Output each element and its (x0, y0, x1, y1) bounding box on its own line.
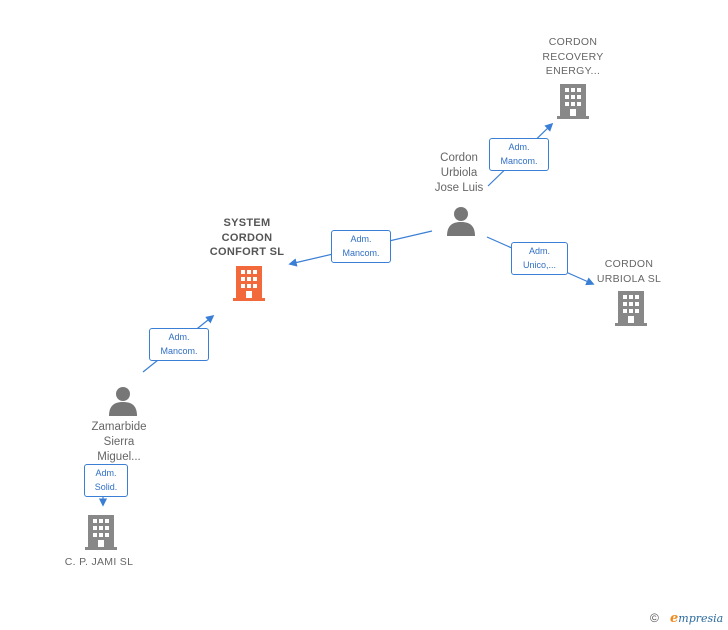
building-icon[interactable] (85, 515, 117, 551)
company-label-cordon-recovery[interactable]: CORDON RECOVERY ENERGY... (542, 36, 604, 77)
copyright-symbol: © (650, 611, 659, 625)
edge-label-zam-jami[interactable]: Adm. Solid. (84, 464, 128, 497)
building-icon-highlighted[interactable] (233, 266, 265, 302)
edge-detail: Unico,... (522, 260, 556, 270)
edge-lines (98, 122, 595, 507)
empresia-logo[interactable]: empresia (670, 611, 723, 626)
building-icon[interactable] (615, 291, 647, 327)
person-icon[interactable] (446, 206, 476, 236)
edge-role: Adm. (168, 332, 190, 342)
company-label-system-cordon[interactable]: SYSTEM CORDON CONFORT SL (209, 217, 285, 258)
edge-role: Adm. (350, 234, 372, 244)
edge-label-jl-urbiola[interactable]: Adm. Unico,... (511, 242, 568, 275)
logo-e: e (670, 611, 679, 626)
person-icon[interactable] (108, 386, 138, 416)
edge-role: Adm. (508, 142, 530, 152)
logo-text: mpresia (678, 612, 724, 625)
building-icon[interactable] (557, 84, 589, 120)
edge-role: Adm. (95, 468, 117, 478)
company-label-cordon-urbiola[interactable]: CORDON URBIOLA SL (596, 258, 662, 285)
edge-detail: Mancom. (500, 156, 538, 166)
edge-detail: Solid. (94, 482, 118, 492)
edge-label-zam-system[interactable]: Adm. Mancom. (149, 328, 209, 361)
person-label-cordon-jose-luis[interactable]: Cordon Urbiola Jose Luis (434, 152, 484, 194)
edge-role: Adm. (528, 246, 550, 256)
edge-label-jl-system[interactable]: Adm. Mancom. (331, 230, 391, 263)
edge-detail: Mancom. (342, 248, 380, 258)
edge-label-jl-recovery[interactable]: Adm. Mancom. (489, 138, 549, 171)
company-label-cp-jami[interactable]: C. P. JAMI SL (64, 556, 134, 568)
person-label-zamarbide[interactable]: Zamarbide Sierra Miguel... (91, 421, 147, 463)
edge-detail: Mancom. (160, 346, 198, 356)
